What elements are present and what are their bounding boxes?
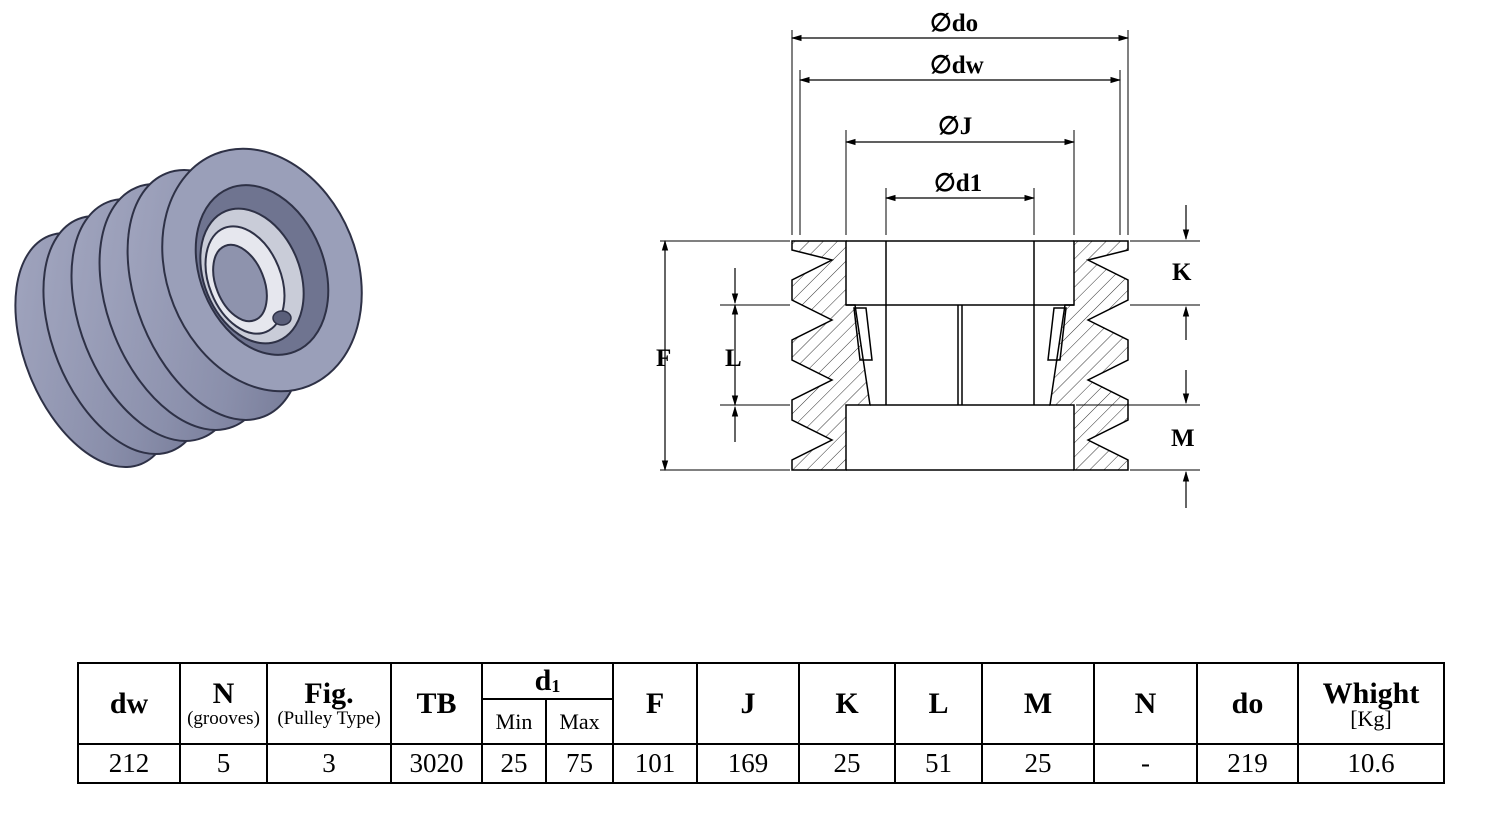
table-header-row: dw N (grooves) Fig. (Pulley Type) TB d1 … bbox=[77, 662, 1445, 745]
header-d1-min: Min bbox=[481, 698, 547, 745]
header-m: M bbox=[981, 662, 1095, 745]
cell-n-grooves: 5 bbox=[179, 743, 268, 784]
header-dw: dw bbox=[77, 662, 181, 745]
section-left-wall bbox=[791, 240, 871, 471]
header-n: N bbox=[1093, 662, 1198, 745]
label-d1: ∅d1 bbox=[934, 170, 982, 197]
cell-d1-min: 25 bbox=[481, 743, 547, 784]
cell-d1-max: 75 bbox=[545, 743, 614, 784]
cell-k: 25 bbox=[798, 743, 896, 784]
header-d1: d1 bbox=[481, 662, 614, 700]
cell-dw: 212 bbox=[77, 743, 181, 784]
cell-n: - bbox=[1093, 743, 1198, 784]
specification-table: dw N (grooves) Fig. (Pulley Type) TB d1 … bbox=[77, 662, 1445, 784]
header-tb: TB bbox=[390, 662, 483, 745]
header-k: K bbox=[798, 662, 896, 745]
dimension-lines bbox=[661, 34, 1190, 508]
header-l: L bbox=[894, 662, 983, 745]
cell-weight: 10.6 bbox=[1297, 743, 1445, 784]
header-d1-max: Max bbox=[545, 698, 614, 745]
label-do: ∅do bbox=[930, 10, 978, 37]
extension-lines bbox=[660, 30, 1200, 471]
header-f: F bbox=[612, 662, 698, 745]
cell-fig: 3 bbox=[266, 743, 392, 784]
label-k: K bbox=[1172, 259, 1192, 286]
bore-outlines bbox=[846, 240, 1074, 471]
label-l: L bbox=[725, 345, 742, 372]
cell-tb: 3020 bbox=[390, 743, 483, 784]
table-row: 212 5 3 3020 25 75 101 169 25 51 25 - 21… bbox=[77, 743, 1445, 784]
section-right-wall bbox=[1049, 240, 1129, 471]
set-screw-icon bbox=[272, 310, 292, 326]
header-weight: Whight [Kg] bbox=[1297, 662, 1445, 745]
header-j: J bbox=[696, 662, 800, 745]
cell-j: 169 bbox=[696, 743, 800, 784]
pulley-3d-illustration bbox=[14, 147, 363, 469]
pulley-hub bbox=[194, 184, 330, 356]
cell-m: 25 bbox=[981, 743, 1095, 784]
label-m: M bbox=[1171, 425, 1195, 452]
label-dw: ∅dw bbox=[930, 52, 984, 79]
header-fig: Fig. (Pulley Type) bbox=[266, 662, 392, 745]
header-n-grooves: N (grooves) bbox=[179, 662, 268, 745]
cell-f: 101 bbox=[612, 743, 698, 784]
dimension-labels: ∅do ∅dw ∅J ∅d1 K F L M bbox=[656, 10, 1195, 452]
label-j: ∅J bbox=[938, 113, 972, 140]
cell-l: 51 bbox=[894, 743, 983, 784]
label-f: F bbox=[656, 345, 671, 372]
pulley-section-drawing: ∅do ∅dw ∅J ∅d1 K F L M bbox=[656, 10, 1200, 508]
table-subheader-row: Min Max bbox=[78, 698, 1444, 745]
header-do: do bbox=[1196, 662, 1299, 745]
cell-do: 219 bbox=[1196, 743, 1299, 784]
